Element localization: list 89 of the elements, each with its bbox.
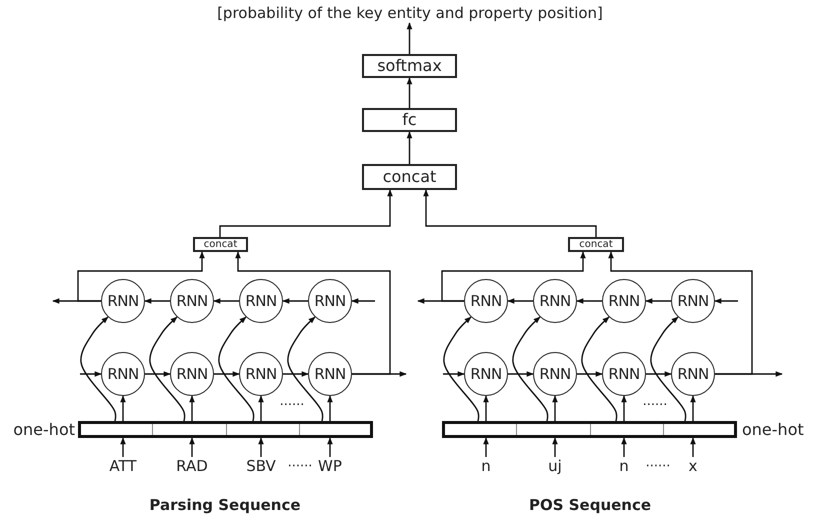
- one-hot-bar: [78, 421, 373, 438]
- output-label: [probability of the key entity and property position]: [190, 3, 630, 23]
- layer-box: fc: [362, 108, 457, 132]
- rnn-circle: RNN: [464, 352, 508, 396]
- arrow: [406, 77, 412, 108]
- arrow: [327, 395, 333, 421]
- input-token: WP: [310, 457, 350, 475]
- ellipsis-dots: ······: [646, 460, 670, 472]
- arrow: [690, 395, 696, 421]
- ellipsis-dots: ......: [280, 394, 304, 408]
- arrow: [650, 316, 686, 422]
- ellipsis-dots: ......: [642, 394, 668, 408]
- section-caption: POS Sequence: [528, 498, 652, 512]
- input-token: RAD: [172, 457, 212, 475]
- rnn-circle: RNN: [533, 352, 577, 396]
- arrow: [214, 371, 240, 377]
- arrow: [282, 298, 308, 304]
- arrow: [581, 316, 618, 422]
- input-token: x: [673, 457, 713, 475]
- bar-label: one-hot: [742, 422, 804, 438]
- arrow: [351, 298, 375, 304]
- arrow: [189, 437, 195, 457]
- layer-box: softmax: [362, 54, 457, 78]
- arrow: [77, 251, 205, 302]
- arrow: [508, 371, 534, 377]
- arrow: [443, 371, 465, 377]
- arrow: [690, 437, 696, 457]
- rnn-circle: RNN: [671, 352, 715, 396]
- input-token: uj: [535, 457, 575, 475]
- input-token: SBV: [241, 457, 281, 475]
- rnn-circle: RNN: [101, 352, 145, 396]
- arrow: [552, 437, 558, 457]
- arrow: [512, 316, 548, 422]
- arrow: [189, 395, 195, 421]
- layer-box: concat: [362, 164, 457, 190]
- arrow: [144, 298, 170, 304]
- rnn-circle: RNN: [239, 279, 283, 323]
- arrow: [80, 316, 116, 422]
- arrow: [213, 298, 239, 304]
- arrow: [507, 298, 533, 304]
- concat-box: concat: [568, 237, 624, 252]
- arrow: [219, 189, 393, 237]
- arrow: [120, 395, 126, 421]
- rnn-circle: RNN: [464, 279, 508, 323]
- arrow: [327, 437, 333, 457]
- arrow: [80, 371, 102, 377]
- arrow: [621, 437, 627, 457]
- rnn-circle: RNN: [533, 279, 577, 323]
- arrow: [283, 371, 309, 377]
- rnn-circle: RNN: [308, 352, 352, 396]
- arrow: [645, 298, 671, 304]
- arrow: [145, 371, 171, 377]
- input-token: ATT: [103, 457, 143, 475]
- arrow: [149, 316, 186, 422]
- arrow: [577, 371, 603, 377]
- arrow: [120, 437, 126, 457]
- rnn-circle: RNN: [170, 279, 214, 323]
- concat-box: concat: [193, 237, 248, 252]
- input-token: n: [466, 457, 506, 475]
- arrow: [646, 371, 672, 377]
- arrow: [483, 437, 489, 457]
- arrow: [576, 298, 602, 304]
- rnn-circle: RNN: [239, 352, 283, 396]
- arrow: [423, 189, 597, 237]
- arrow: [406, 131, 412, 164]
- arrow: [258, 437, 264, 457]
- input-token: n: [604, 457, 644, 475]
- bar-label: one-hot: [13, 422, 75, 438]
- one-hot-bar: [442, 421, 737, 438]
- arrow: [235, 251, 391, 375]
- rnn-circle: RNN: [602, 279, 646, 323]
- rnn-circle: RNN: [101, 279, 145, 323]
- rnn-circle: RNN: [170, 352, 214, 396]
- arrow: [258, 395, 264, 421]
- arrow: [608, 251, 753, 375]
- arrow: [406, 22, 412, 54]
- arrow: [443, 316, 480, 422]
- arrow: [441, 251, 586, 302]
- arrow: [218, 316, 254, 422]
- rnn-circle: RNN: [671, 279, 715, 323]
- rnn-circle: RNN: [308, 279, 352, 323]
- arrow: [714, 298, 738, 304]
- arrow: [621, 395, 627, 421]
- arrow: [552, 395, 558, 421]
- ellipsis-dots: ······: [288, 460, 312, 472]
- section-caption: Parsing Sequence: [149, 498, 301, 512]
- rnn-circle: RNN: [602, 352, 646, 396]
- arrow: [287, 316, 324, 422]
- arrow: [483, 395, 489, 421]
